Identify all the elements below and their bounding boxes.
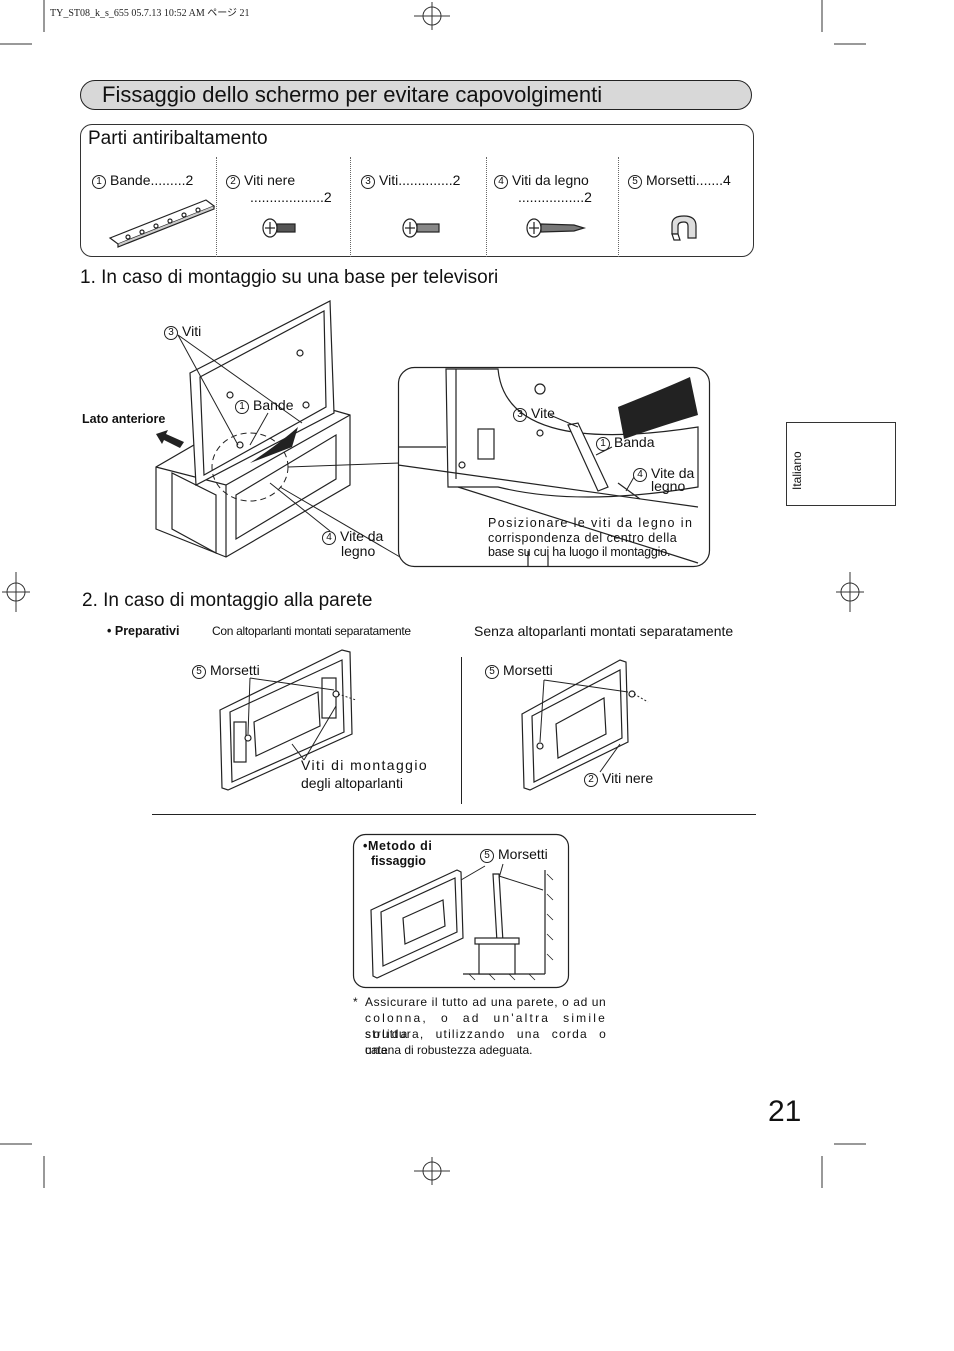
detail-note-line-1: Posizionare le viti da legno in <box>488 516 694 530</box>
tv-back-with-speakers <box>219 649 357 791</box>
parts-divider <box>486 157 487 257</box>
part-number: 2 <box>226 175 240 189</box>
part-item-2: 2 Viti nere <box>226 172 295 189</box>
section-2-divider <box>461 657 462 804</box>
part-item-3: 3 Viti..............2 <box>361 172 460 189</box>
parts-box <box>80 124 754 257</box>
detail-note-line-2: corrispondenza del centro della <box>488 531 678 545</box>
parts-title: Parti antiribaltamento <box>88 128 268 149</box>
note-line-1: Assicurare il tutto ad una parete, o ad … <box>365 995 607 1009</box>
language-tab <box>786 422 896 506</box>
part-label: Viti da legno <box>512 172 589 188</box>
part-number: 5 <box>628 175 642 189</box>
viti-montaggio-label-2: degli altoparlanti <box>301 775 403 791</box>
note-line-3: struttura, utilizzando una corda o una <box>365 1027 607 1057</box>
part-number: 4 <box>494 175 508 189</box>
note-asterisk: * <box>353 995 358 1009</box>
detail-illustration <box>397 366 711 568</box>
part-label: Morsetti.......4 <box>646 172 731 188</box>
parts-divider <box>350 157 351 257</box>
section-1-title: 1. In caso di montaggio su una base per … <box>80 267 499 288</box>
part-item-1: 1 Bande.........2 <box>92 172 193 189</box>
section-2-title: 2. In caso di montaggio alla parete <box>82 590 373 611</box>
tv-back-no-speakers <box>521 659 649 791</box>
part-number: 1 <box>92 175 106 189</box>
preparativi-label: • Preparativi <box>107 624 180 638</box>
detail-vite-da-legno-callout-2: legno <box>651 478 686 494</box>
detail-note-line-3: base su cui ha luogo il montaggio. <box>488 545 671 559</box>
part-item-4: 4 Viti da legno <box>494 172 589 189</box>
band-icon <box>108 199 216 248</box>
parts-divider <box>216 157 217 257</box>
front-arrow-icon <box>156 430 184 448</box>
fixing-method-illustration <box>352 833 570 989</box>
part-label: Viti nere <box>244 172 296 188</box>
note-line-4: catena di robustezza adeguata. <box>365 1043 533 1057</box>
tv-on-base-illustration <box>155 300 401 558</box>
print-header: TY_ST08_k_s_655 05.7.13 10:52 AM ページ 21 <box>50 8 250 19</box>
horizontal-rule <box>152 814 756 815</box>
lato-anteriore-label: Lato anteriore <box>82 412 166 426</box>
part-number: 3 <box>361 175 375 189</box>
page-title: Fissaggio dello schermo per evitare capo… <box>102 82 603 107</box>
note-line-2: colonna, o ad un'altra simile solida <box>365 1011 607 1041</box>
black-screw-icon <box>262 218 296 238</box>
vite-da-legno-callout-2: legno <box>341 543 376 559</box>
metodo-label-1: •Metodo di <box>363 839 433 853</box>
language-tab-label: Italiano <box>790 451 804 490</box>
metodo-label-2: fissaggio <box>371 854 426 868</box>
wood-screw-icon <box>526 218 587 238</box>
clamp-icon <box>671 215 697 241</box>
page-number: 21 <box>768 1095 802 1128</box>
part-label: Bande.........2 <box>110 172 194 188</box>
part-item-2-count: ...................2 <box>250 189 332 205</box>
part-item-4-count: .................2 <box>518 189 592 205</box>
part-item-5: 5 Morsetti.......4 <box>628 172 731 189</box>
viti-montaggio-label-1: Viti di montaggio <box>301 757 429 773</box>
screw-icon <box>402 218 440 238</box>
part-label: Viti..............2 <box>379 172 461 188</box>
parts-divider <box>618 157 619 257</box>
con-altoparlanti-label: Con altoparlanti montati separatamente <box>212 624 411 638</box>
title-bar <box>80 80 752 110</box>
senza-altoparlanti-label: Senza altoparlanti montati separatamente <box>474 623 734 639</box>
